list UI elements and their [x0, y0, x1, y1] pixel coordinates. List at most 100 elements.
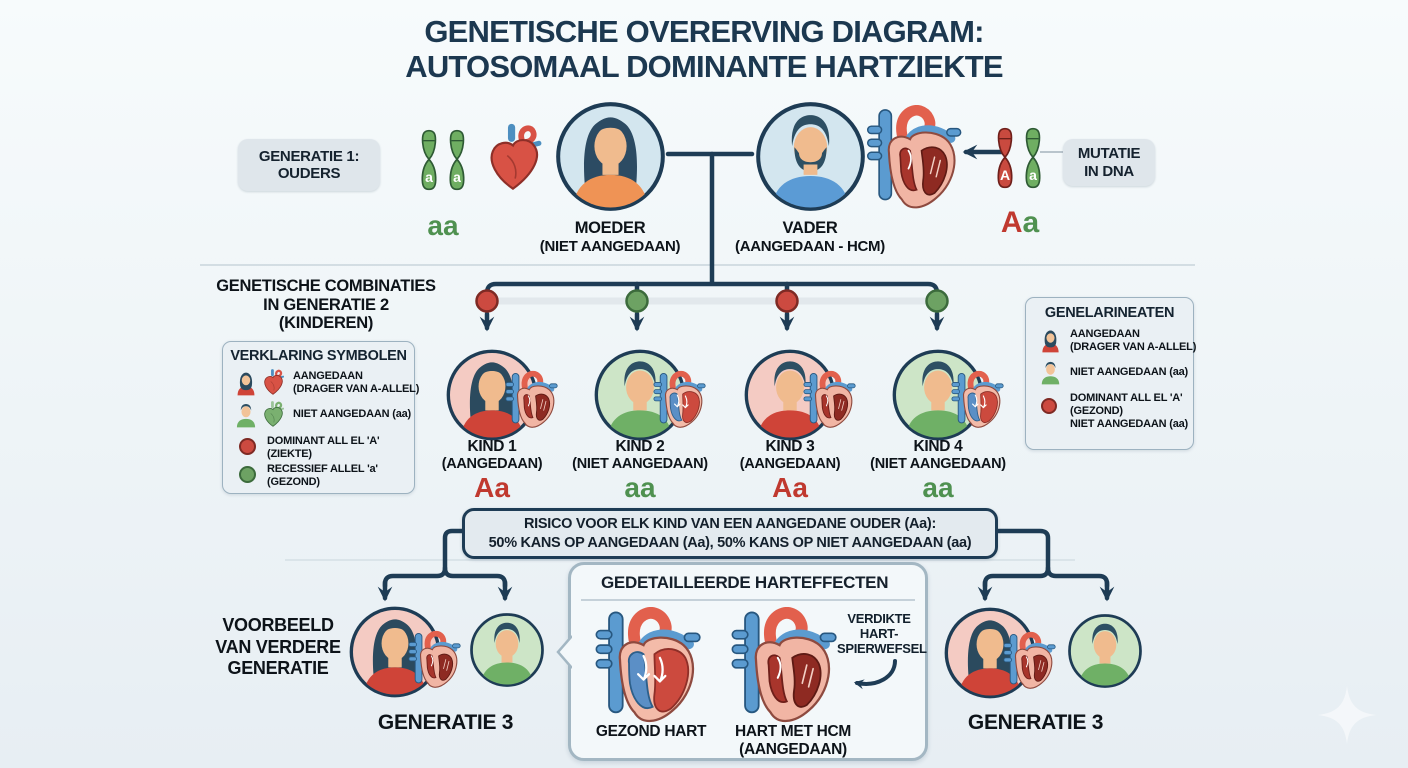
generation1-label-line1: GENERATIE 1: — [258, 147, 360, 165]
child3-heart-icon — [803, 370, 857, 430]
father-chromosomes: A a — [993, 110, 1045, 206]
legend-right-affected-line1: AANGEDAAN — [1070, 328, 1140, 340]
father-status: (AANGEDAAN - HCM) — [735, 238, 885, 255]
legend-affected-line1: AANGEDAAN — [293, 370, 363, 382]
chromosome-a2-icon — [445, 112, 469, 208]
dominant-allele-dot — [1041, 398, 1057, 414]
gen3-left-heart-icon — [408, 630, 462, 690]
legend-right: GENELARINEATEN AANGEDAAN (DRAGER VAN A-A… — [1025, 297, 1197, 450]
child4-heart-icon — [951, 370, 1005, 430]
legend-right-dominant-line3: NIET AANGEDAAN (aa) — [1070, 417, 1189, 430]
note-line3: GENERATIE — [227, 658, 329, 678]
annotation-line1: VERDIKTE — [847, 611, 911, 626]
mother-status: (NIET AANGEDAAN) — [539, 238, 681, 255]
generation2-heading-line2: IN GENERATIE 2 — [263, 295, 389, 314]
legend-dominant-line1: DOMINANT ALL EL 'A' — [267, 435, 380, 447]
mother-name: MOEDER — [574, 219, 646, 237]
affected-heart-icon — [259, 368, 287, 396]
legend-affected-line2: (DRAGER VAN A-ALLEL) — [293, 382, 420, 395]
generation3-left-label: GENERATIE 3 — [377, 711, 514, 734]
child3-name: KIND 3 — [765, 438, 815, 455]
legend-item-unaffected: NIET AANGEDAAN (aa) — [293, 408, 412, 420]
legend-item-affected: AANGEDAAN (DRAGER VAN A-ALLEL) — [293, 370, 419, 396]
panel-tail-icon — [556, 635, 572, 669]
father-allele1: A — [999, 167, 1011, 183]
child2-status: (NIET AANGEDAAN) — [572, 456, 708, 472]
mutation-line2: IN DNA — [1084, 162, 1134, 180]
healthy-heart-icon — [477, 116, 549, 198]
legend-right-item-dominant: DOMINANT ALL EL 'A' (GEZOND) NIET AANGED… — [1070, 392, 1188, 430]
hcm-heart-label-line2: (AANGEDAAN) — [739, 740, 847, 758]
legend-dominant-line2: (ZIEKTE) — [267, 447, 312, 460]
panel-rule — [581, 599, 915, 601]
generation2-heading: GENETISCHE COMBINATIES IN GENERATIE 2 (K… — [212, 277, 440, 333]
recessive-allele-dot — [239, 466, 256, 483]
father-genotype-dominant: A — [1000, 206, 1023, 239]
child3-status: (AANGEDAAN) — [739, 456, 841, 472]
mutation-chip: MUTATIE IN DNA — [1063, 139, 1155, 186]
father-label: VADER (AANGEDAAN - HCM) — [708, 219, 912, 256]
gen3-left-unaffected-avatar — [468, 611, 546, 689]
child1-status: (AANGEDAAN) — [441, 456, 543, 472]
generation1-label-line2: OUDERS — [277, 165, 341, 182]
page-title-line2: AUTOSOMAAL DOMINANTE HARTZIEKTE — [405, 49, 1003, 84]
legend-recessive-line2: (GEZOND) — [267, 475, 320, 488]
chromosome-A-icon — [993, 110, 1017, 206]
child4-label: KIND 4 (NIET AANGEDAAN) aa — [853, 437, 1023, 503]
legend-item-recessive: RECESSIEF ALLEL 'a' (GEZOND) — [267, 463, 378, 489]
legend-right-dominant-line2: (GEZOND) — [1070, 404, 1123, 417]
mother-allele1: a — [425, 169, 433, 185]
unaffected-male-icon — [1038, 360, 1063, 385]
risk-box: RISICO VOOR ELK KIND VAN EEN AANGEDANE O… — [462, 508, 998, 559]
legend-right-item-unaffected: NIET AANGEDAAN (aa) — [1070, 366, 1189, 378]
generation1-label-chip: GENERATIE 1: OUDERS — [238, 139, 380, 191]
thickened-muscle-annotation: VERDIKTE HART- SPIERWEFSEL — [837, 611, 927, 656]
mother-genotype: aa — [427, 210, 459, 241]
risk-line2: 50% KANS OP AANGEDAAN (Aa), 50% KANS OP … — [488, 534, 972, 551]
father-allele2: a — [1029, 167, 1037, 183]
healthy-green-heart-icon — [259, 400, 287, 428]
father-avatar — [753, 99, 868, 214]
child4-status: (NIET AANGEDAAN) — [870, 456, 1006, 472]
mother-allele2: a — [453, 169, 461, 185]
healthy-heart-label: GEZOND HART — [595, 723, 707, 740]
legend-right-dominant-line1: DOMINANT ALL EL 'A' — [1070, 392, 1183, 404]
child4-name: KIND 4 — [913, 438, 963, 455]
page-title-line1: GENETISCHE OVERERVING DIAGRAM: — [424, 14, 984, 49]
annotation-line2: HART- — [859, 626, 899, 641]
generation2-heading-line3: (KINDEREN) — [278, 314, 374, 332]
child2-label: KIND 2 (NIET AANGEDAAN) aa — [555, 437, 725, 503]
child1-genotype: Aa — [474, 472, 510, 503]
mother-chromosomes: a a — [417, 112, 469, 208]
mother-label: MOEDER (NIET AANGEDAAN) — [510, 219, 710, 256]
hcm-heart-label-line1: HART MET HCM — [734, 723, 852, 740]
legend-right-title: GENELARINEATEN — [1044, 305, 1175, 321]
heart-detail-title: GEDETAILLEERDE HARTEFFECTEN — [601, 573, 889, 592]
child2-heart-icon — [653, 370, 707, 430]
legend-symbols: VERKLARING SYMBOLEN AANGEDAAN (DRAGER VA… — [222, 341, 419, 494]
mutation-line1: MUTATIE — [1077, 145, 1141, 162]
chromosome-a1-icon — [417, 112, 441, 208]
generation2-heading-line1: GENETISCHE COMBINATIES — [216, 277, 436, 295]
legend-item-dominant: DOMINANT ALL EL 'A' (ZIEKTE) — [267, 435, 380, 461]
risk-line1: RISICO VOOR ELK KIND VAN EEN AANGEDANE O… — [524, 515, 936, 532]
child1-name: KIND 1 — [467, 438, 517, 455]
legend-recessive-line1: RECESSIEF ALLEL 'a' — [267, 463, 378, 475]
gen3-right-unaffected-avatar — [1066, 612, 1144, 690]
affected-female-icon — [233, 370, 259, 396]
hcm-heart-icon — [866, 105, 964, 211]
child3-label: KIND 3 (AANGEDAAN) Aa — [705, 437, 875, 503]
hcm-heart-label: HART MET HCM (AANGEDAAN) — [717, 723, 869, 758]
legend-right-affected-line2: (DRAGER VAN A-ALLEL) — [1070, 340, 1197, 353]
father-genotype-recessive: a — [1022, 206, 1040, 239]
legend-symbols-title: VERKLARING SYMBOLEN — [230, 348, 407, 364]
father-name: VADER — [782, 219, 838, 237]
gen3-right-heart-icon — [1003, 631, 1057, 691]
child3-genotype: Aa — [772, 472, 808, 503]
healthy-heart-detail — [593, 607, 705, 725]
child1-heart-icon — [505, 370, 559, 430]
child1-label: KIND 1 (AANGEDAAN) Aa — [407, 437, 577, 503]
father-genotype: Aa — [984, 208, 1056, 238]
child2-name: KIND 2 — [615, 438, 665, 455]
